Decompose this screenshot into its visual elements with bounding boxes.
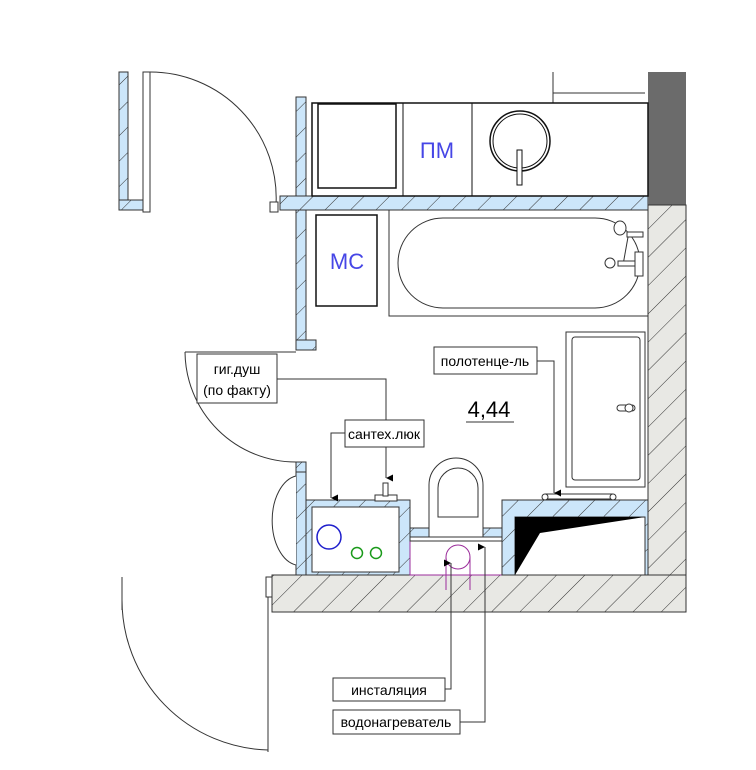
water-heater-box [501, 499, 649, 576]
towel-rail [541, 493, 617, 501]
callout-installation: инсталяция [332, 559, 452, 702]
installation-label: инсталяция [351, 682, 427, 698]
door-swing-top [149, 71, 277, 206]
upper-left-wall [118, 71, 151, 213]
hygienic-shower-label-2: (по факту) [203, 382, 271, 398]
sink [489, 110, 551, 186]
door-swing-bottom [121, 599, 269, 751]
door-swing-small [271, 475, 297, 566]
washing-machine-label: ПМ [420, 138, 454, 163]
dishwasher-label: МС [330, 249, 364, 274]
shower-panel [565, 331, 646, 488]
toilet [409, 457, 503, 590]
callout-hygienic-shower: гиг.душ (по факту) [196, 353, 393, 482]
callout-water-heater: водонагреватель [332, 543, 486, 735]
plumbing-box [305, 482, 411, 576]
hygienic-shower-label: гиг.душ [214, 361, 261, 377]
callout-access-hatch: сантех.люк [330, 419, 425, 502]
access-hatch-label: сантех.люк [348, 426, 421, 442]
column [648, 72, 686, 205]
dishwasher [315, 214, 378, 307]
bathtub [388, 209, 649, 317]
right-wall [647, 204, 687, 613]
bottom-wall [271, 574, 687, 613]
room-area: 4,44 [468, 397, 511, 422]
top-cabinets [311, 72, 649, 197]
callout-towel-rail: полотенце-ль [433, 346, 561, 497]
door-swing-middle [184, 351, 297, 463]
door-jamb [269, 201, 279, 213]
towel-rail-label: полотенце-ль [441, 353, 529, 369]
water-heater-label: водонагреватель [341, 714, 452, 730]
